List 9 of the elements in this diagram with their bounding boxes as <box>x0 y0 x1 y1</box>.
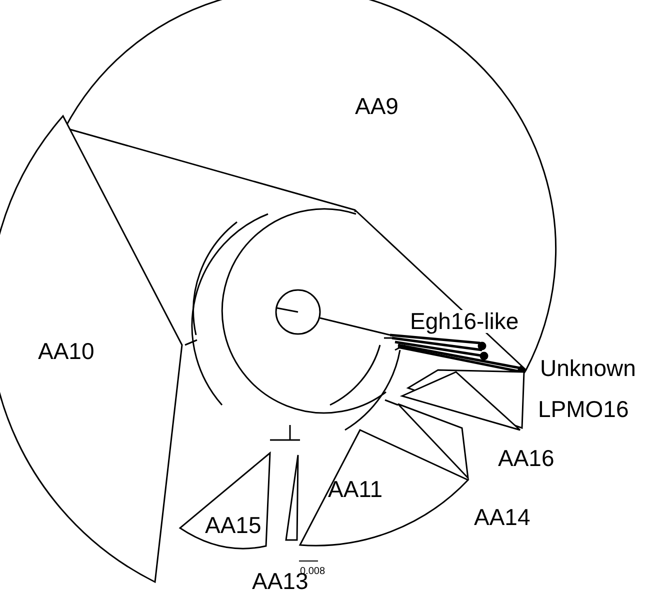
clade-label: LPMO16 <box>538 398 629 421</box>
clade-label: AA16 <box>498 447 554 470</box>
clade-label: AA14 <box>474 506 530 529</box>
clade-label: AA9 <box>355 95 398 118</box>
clade-label: AA10 <box>38 340 94 363</box>
clade-label: Egh16-like <box>410 310 519 333</box>
clade-label: AA11 <box>328 478 383 501</box>
clade-label: Unknown <box>540 357 636 380</box>
clade-label: AA15 <box>205 514 262 537</box>
